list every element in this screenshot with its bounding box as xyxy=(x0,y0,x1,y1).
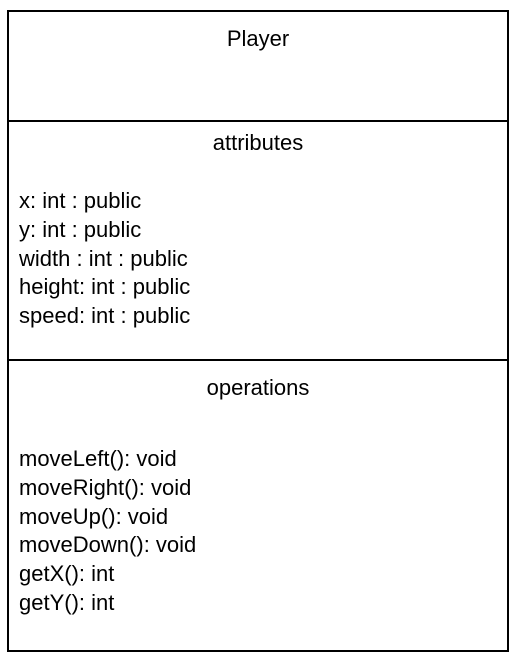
attribute-y: y: int : public xyxy=(19,216,142,242)
attributes-title: attributes xyxy=(212,130,304,155)
operation-get-x: getX(): int xyxy=(19,561,115,587)
attribute-height: height: int : public xyxy=(19,274,191,300)
operation-get-y: getY(): int xyxy=(19,589,115,615)
operation-move-left: moveLeft(): void xyxy=(19,446,177,471)
operations-list: moveLeft(): void moveRight(): void moveU… xyxy=(19,445,497,618)
uml-class-box[interactable]: Player attributes x: int : public y: int… xyxy=(7,10,509,652)
attribute-width: width : int : public xyxy=(19,245,188,271)
operation-move-up: moveUp(): void xyxy=(19,503,169,529)
attribute-x: x: int : public xyxy=(19,188,142,213)
operations-compartment: operations moveLeft(): void moveRight():… xyxy=(9,361,507,650)
class-name: Player xyxy=(226,26,290,51)
attribute-speed: speed: int : public xyxy=(19,303,191,329)
operations-title: operations xyxy=(206,375,310,400)
attributes-list: x: int : public y: int : public width : … xyxy=(19,187,497,331)
operation-move-down: moveDown(): void xyxy=(19,532,197,558)
class-name-compartment: Player xyxy=(9,12,507,122)
attributes-compartment: attributes x: int : public y: int : publ… xyxy=(9,122,507,361)
operation-move-right: moveRight(): void xyxy=(19,474,192,500)
